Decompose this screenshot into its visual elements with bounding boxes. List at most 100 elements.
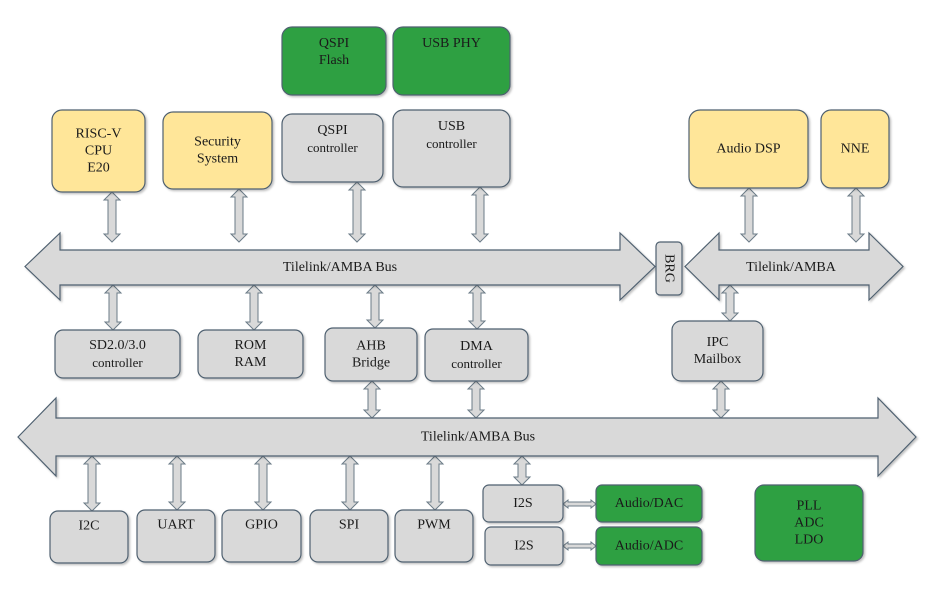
block-shape xyxy=(424,328,529,382)
block-label: E20 xyxy=(87,161,110,176)
block-shape xyxy=(820,109,890,189)
block-shape xyxy=(281,26,387,96)
block-rom-ram: ROM RAM xyxy=(197,329,304,379)
main-bus-label: Tilelink/AMBA Bus xyxy=(283,260,397,275)
main-bus: Tilelink/AMBA Bus xyxy=(24,231,656,302)
block-label: USB PHY xyxy=(422,36,481,51)
block-label: AHB xyxy=(356,339,386,354)
block-label: RISC-V xyxy=(76,127,122,142)
block-label: GPIO xyxy=(245,518,278,533)
connector-qspi-bus xyxy=(347,181,367,243)
block-audio-dsp: Audio DSP xyxy=(688,109,809,189)
block-label: BRG xyxy=(662,254,677,283)
block-shape xyxy=(671,320,764,382)
block-label: DMA xyxy=(460,339,494,354)
block-i2s-1: I2S xyxy=(482,484,564,523)
connector-periph-spi xyxy=(340,455,360,511)
block-label: UART xyxy=(157,518,195,533)
block-nne: NNE xyxy=(820,109,890,189)
block-sd-controller: SD2.0/3.0 controller xyxy=(54,329,181,379)
connector-cpu-bus xyxy=(102,191,122,243)
block-label: Mailbox xyxy=(694,352,741,367)
block-shape xyxy=(688,109,809,189)
block-label: Audio/ADC xyxy=(615,539,683,554)
block-label: controller xyxy=(426,136,477,151)
buses-layer: Tilelink/AMBA Bus Tilelink/AMBA Tilelink/A… xyxy=(17,231,917,478)
block-label: ROM xyxy=(235,338,267,353)
block-shape xyxy=(655,241,683,296)
block-label: Bridge xyxy=(352,356,390,371)
block-shape xyxy=(136,509,216,563)
block-audio-dac: Audio/DAC xyxy=(595,484,703,523)
block-label: System xyxy=(197,152,238,167)
main-bus-arrow xyxy=(24,231,656,302)
block-shape xyxy=(221,509,302,563)
block-label: SD2.0/3.0 xyxy=(89,338,146,353)
block-label: NNE xyxy=(841,142,870,157)
block-i2s-2: I2S xyxy=(484,526,564,566)
block-shape xyxy=(482,484,564,523)
block-shape xyxy=(754,484,864,562)
block-shape xyxy=(595,526,703,566)
block-label: I2S xyxy=(514,539,533,554)
connector-security-bus xyxy=(229,188,249,243)
connector-bus-sd xyxy=(103,284,123,331)
block-shape xyxy=(392,26,511,96)
block-label: controller xyxy=(92,355,143,370)
connector-dma-periph xyxy=(466,380,486,419)
block-gpio: GPIO xyxy=(221,509,302,563)
block-label: RAM xyxy=(235,355,267,370)
connector-periph-gpio xyxy=(253,455,273,511)
block-label: USB xyxy=(438,119,465,134)
block-i2c: I2C xyxy=(49,510,129,564)
block-label: I2S xyxy=(513,496,532,511)
block-brg: BRG xyxy=(655,241,683,296)
block-shape xyxy=(281,113,384,183)
connector-i2s-dac xyxy=(562,498,597,510)
block-label: Security xyxy=(194,135,241,150)
block-ahb-bridge: AHB Bridge xyxy=(324,327,418,382)
peripheral-bus-arrow xyxy=(17,396,917,478)
connector-ahb-periph xyxy=(362,380,382,419)
connector-i2s-adc xyxy=(562,540,597,552)
connector-ipc-periph xyxy=(711,380,731,419)
block-label: PLL xyxy=(797,499,822,514)
block-uart: UART xyxy=(136,509,216,563)
connector-bus-ahb xyxy=(365,284,385,329)
block-label: Audio/DAC xyxy=(615,496,683,511)
block-pwm: PWM xyxy=(394,509,474,563)
connector-bus-rom xyxy=(244,284,264,331)
block-shape xyxy=(392,109,511,188)
block-usb-phy: USB PHY xyxy=(392,26,511,96)
peripheral-bus: Tilelink/AMBA Bus xyxy=(17,396,917,478)
block-shape xyxy=(162,111,273,190)
block-label: controller xyxy=(307,140,358,155)
connector-usb-bus xyxy=(470,186,490,243)
block-shape xyxy=(309,509,389,563)
block-label: LDO xyxy=(795,533,824,548)
block-shape xyxy=(324,327,418,382)
block-shape xyxy=(484,526,564,566)
block-shape xyxy=(51,109,146,193)
audio-bus: Tilelink/AMBA xyxy=(684,231,904,302)
block-label: PWM xyxy=(417,518,451,533)
connector-bus-dma xyxy=(467,284,487,330)
block-label: Audio DSP xyxy=(716,142,780,157)
block-audio-adc: Audio/ADC xyxy=(595,526,703,566)
connector-periph-i2s xyxy=(512,455,532,486)
connector-audiobus-ipc xyxy=(720,284,740,322)
block-label: CPU xyxy=(85,144,112,159)
connector-periph-pwm xyxy=(425,455,445,511)
block-label: QSPI xyxy=(319,36,350,51)
block-spi: SPI xyxy=(309,509,389,563)
block-shape xyxy=(595,484,703,523)
peripheral-bus-label: Tilelink/AMBA Bus xyxy=(421,430,535,445)
